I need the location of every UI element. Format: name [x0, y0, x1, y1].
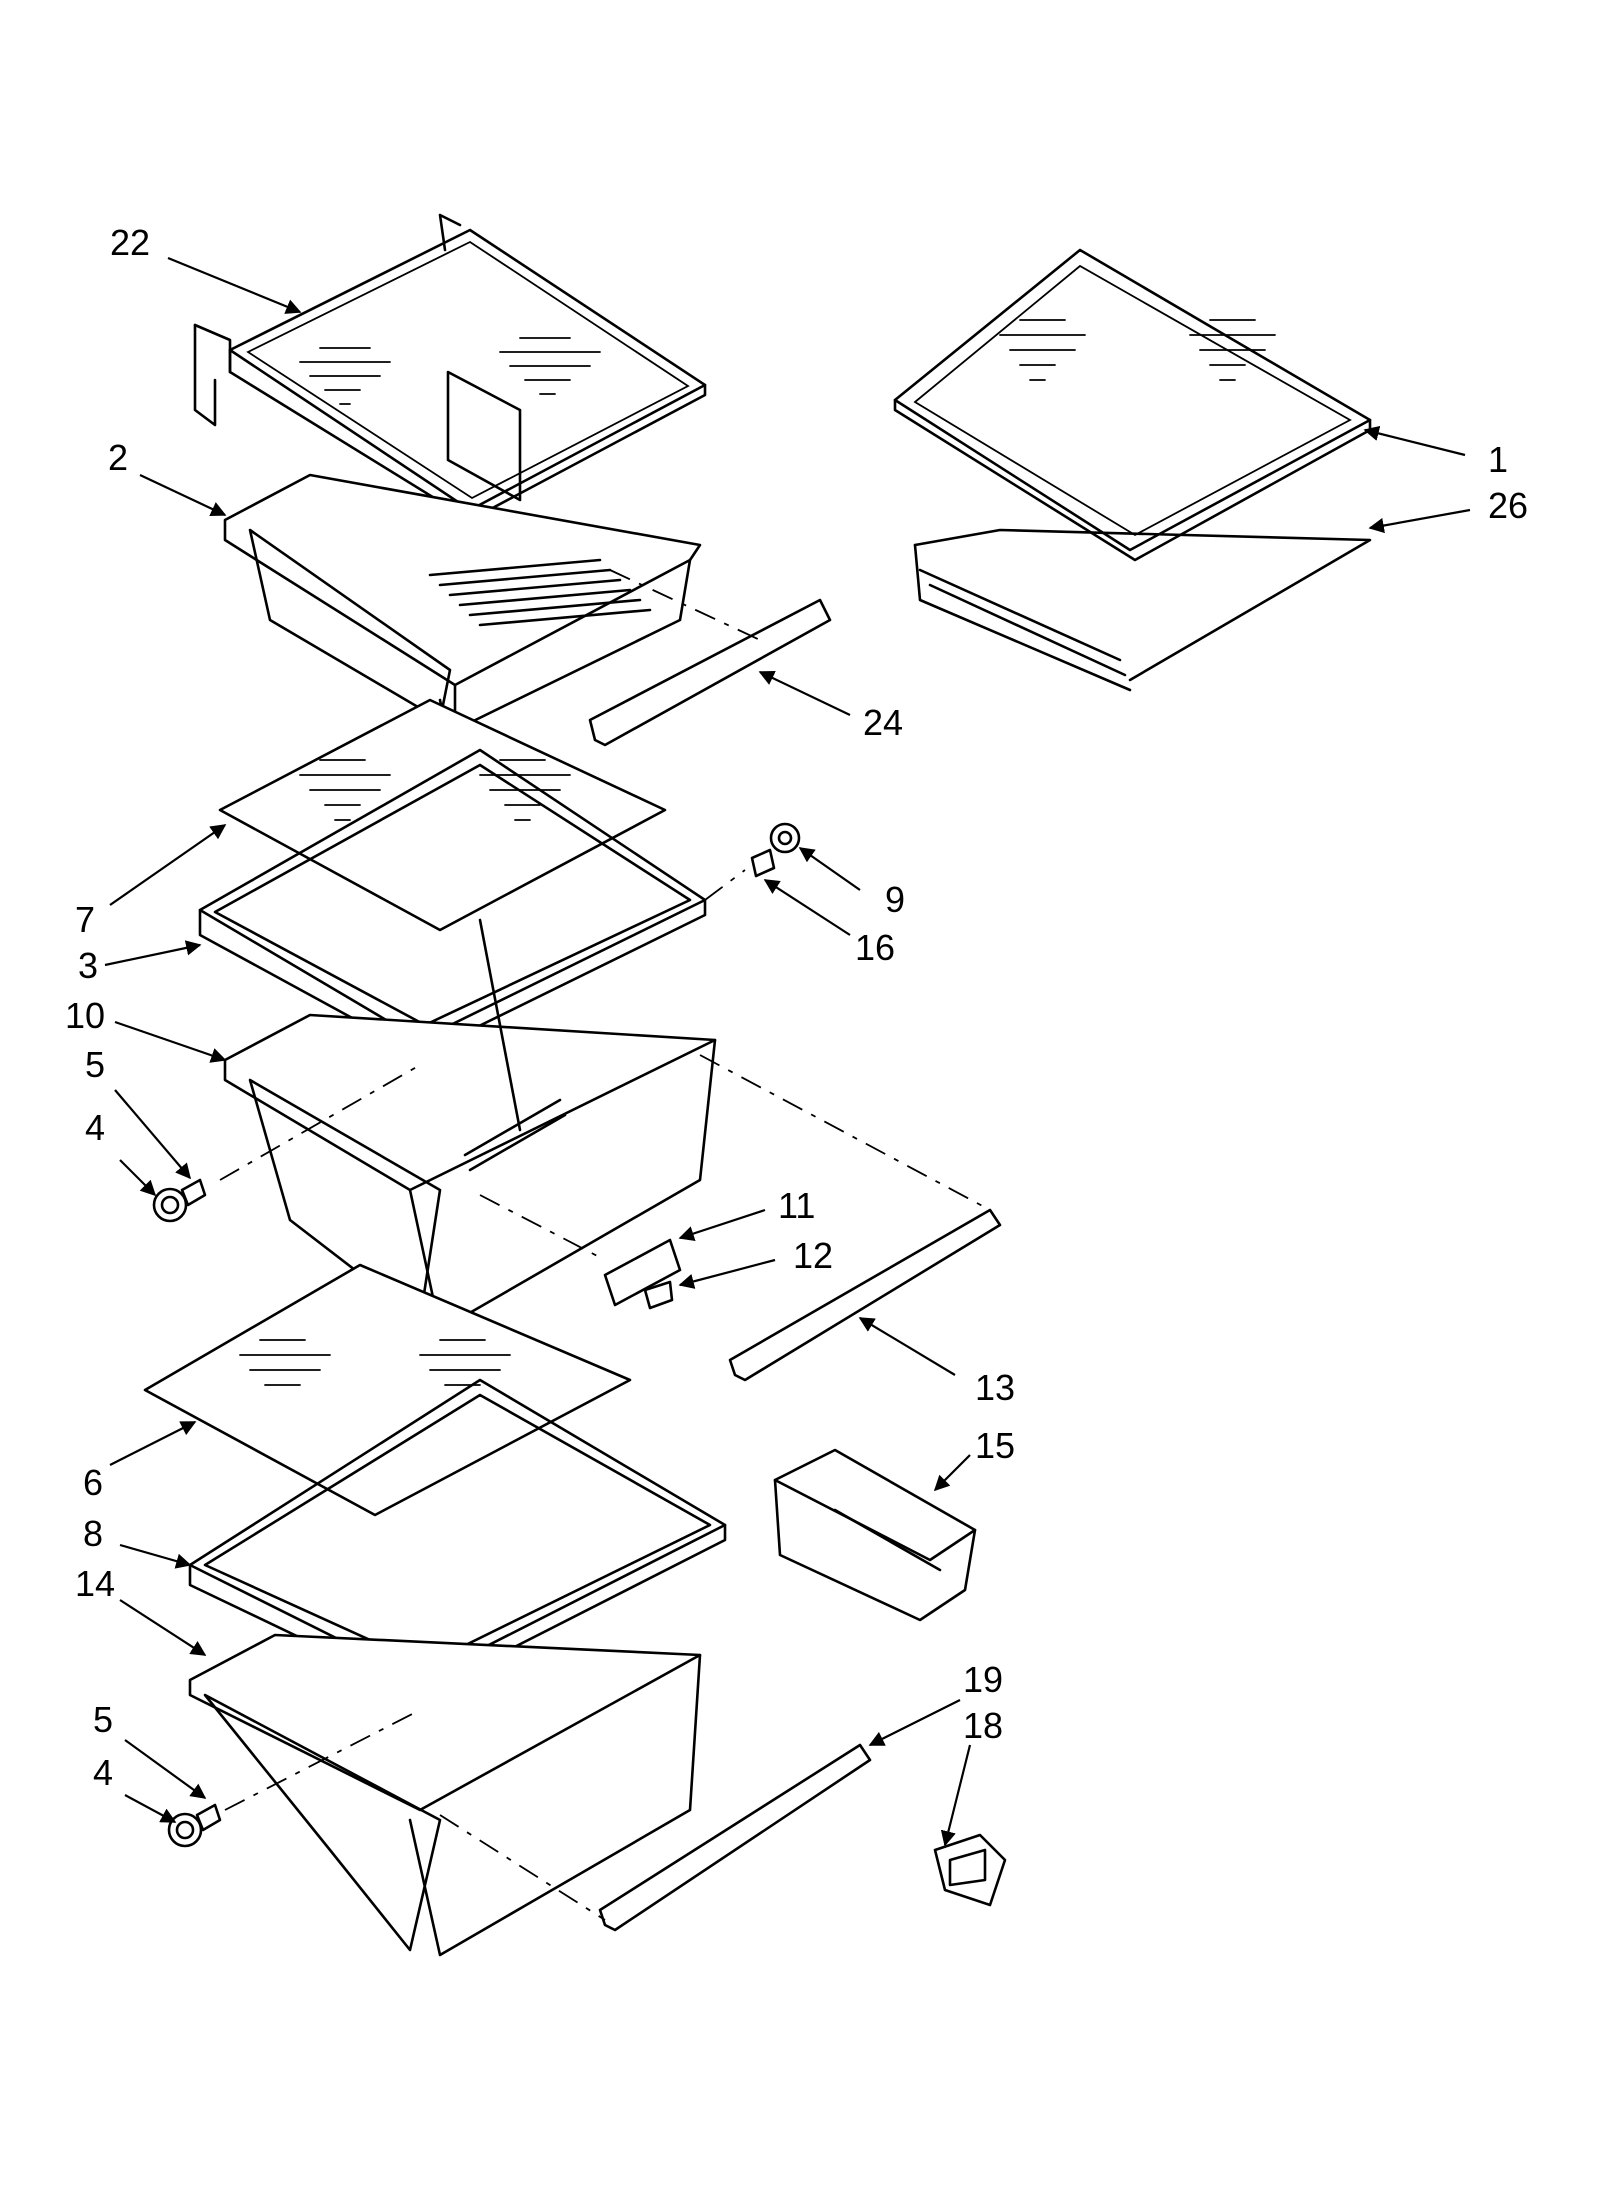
part-11-12-clips	[603, 1238, 682, 1310]
callout-11: 11	[778, 1185, 815, 1226]
part-10-deli-drawer	[223, 918, 717, 1332]
part-9-roller	[769, 822, 801, 854]
callout-26: 26	[1488, 485, 1528, 526]
callout-13: 13	[975, 1367, 1015, 1408]
callout-22: 22	[110, 222, 150, 263]
callout-7: 7	[75, 899, 95, 940]
part-13-trim	[728, 1208, 1002, 1382]
part-22-crisper-cover	[193, 213, 707, 522]
callout-16: 16	[855, 927, 895, 968]
callout-4-lower: 4	[93, 1752, 113, 1793]
callout-14: 14	[75, 1563, 115, 1604]
callout-3: 3	[78, 945, 98, 986]
callout-15: 15	[975, 1425, 1015, 1466]
part-1-glass-shelf	[893, 248, 1372, 562]
part-2-upper-crisper	[223, 473, 702, 732]
callout-19: 19	[963, 1659, 1003, 1700]
part-24-trim	[588, 598, 832, 747]
callout-2: 2	[108, 437, 128, 478]
part-14-crisper-drawer	[188, 1633, 702, 1957]
callout-labels: 22 2 1 26 24 7 9 3 16 10 5 4 11 12 13 6 …	[65, 222, 1528, 1793]
callout-10: 10	[65, 995, 105, 1036]
callout-8: 8	[83, 1513, 103, 1554]
callout-5-lower: 5	[93, 1699, 113, 1740]
callout-6: 6	[83, 1462, 103, 1503]
part-6-glass	[143, 1263, 632, 1517]
callout-4-upper: 4	[85, 1107, 105, 1148]
part-4-5-wheel-lower	[167, 1803, 222, 1848]
part-16-screw	[750, 848, 776, 878]
part-4-5-wheel-upper	[152, 1178, 207, 1223]
leader-lines	[104, 256, 1471, 1847]
callout-1: 1	[1488, 439, 1508, 480]
callout-5-upper: 5	[85, 1044, 105, 1085]
callout-18: 18	[963, 1705, 1003, 1746]
part-26-shelf-frame	[913, 528, 1372, 692]
part-15-bin	[773, 1448, 977, 1622]
callout-9: 9	[885, 879, 905, 920]
part-7-glass	[218, 698, 667, 932]
callout-24: 24	[863, 702, 903, 743]
part-19-trim	[598, 1743, 872, 1932]
assembly-lines	[219, 569, 991, 1921]
callout-12: 12	[793, 1235, 833, 1276]
part-18-bracket	[933, 1833, 1007, 1907]
